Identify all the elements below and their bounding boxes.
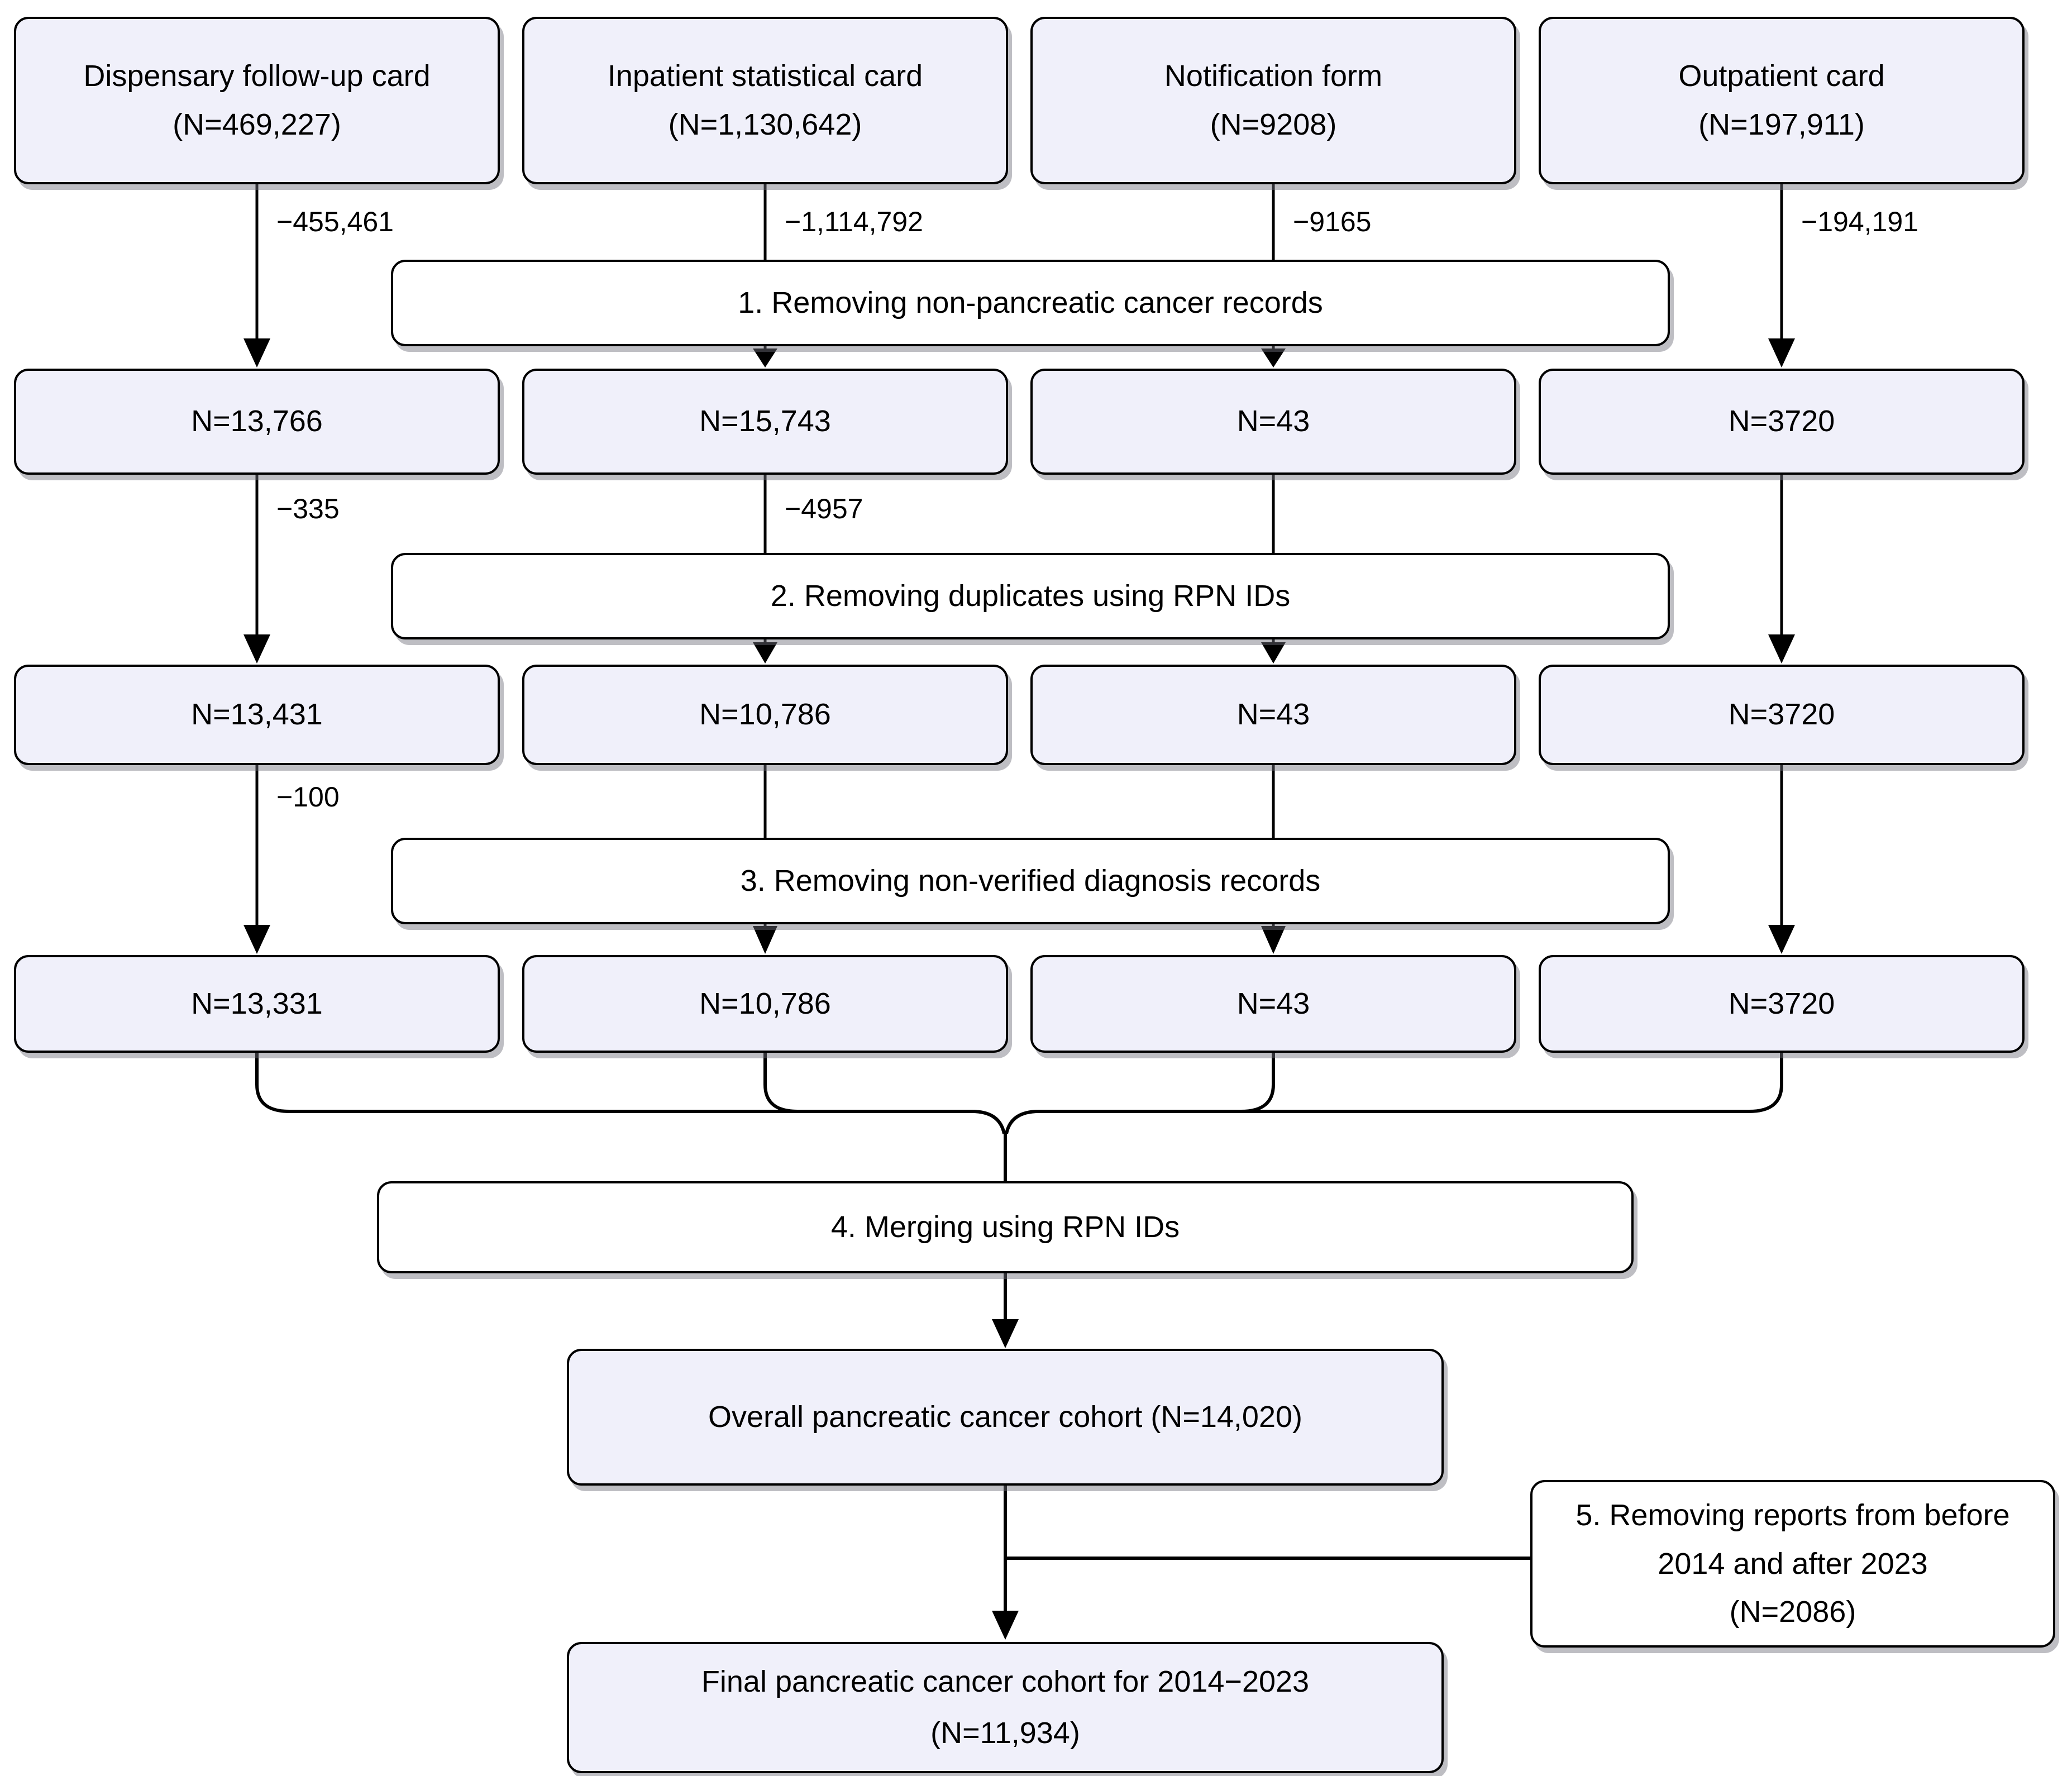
arrowhead-col1-row3 bbox=[244, 634, 270, 663]
exclusion-label: −9165 bbox=[1293, 206, 1372, 237]
count-value: N=3720 bbox=[1728, 698, 1835, 732]
count-box: N=43 bbox=[1030, 665, 1516, 765]
count-value: N=10,786 bbox=[699, 698, 831, 732]
exclusion-label: −4957 bbox=[785, 493, 863, 524]
count-value: N=13,766 bbox=[191, 404, 323, 438]
arrowhead-col2-row4 bbox=[753, 926, 777, 954]
step-label: 4. Merging using RPN IDs bbox=[830, 1210, 1180, 1244]
step-label: 1. Removing non-pancreatic cancer record… bbox=[738, 285, 1323, 319]
exclusion-label: −335 bbox=[276, 493, 340, 524]
arrowhead-col2-row3 bbox=[753, 642, 777, 663]
step-label: 3. Removing non-verified diagnosis recor… bbox=[740, 863, 1321, 897]
merge-curve-col1 bbox=[255, 1053, 1006, 1134]
arrowhead-col1-row4 bbox=[244, 925, 270, 954]
arrowhead-col1-row2 bbox=[244, 338, 270, 367]
source-title: Dispensary follow-up card bbox=[83, 59, 431, 93]
count-value: N=10,786 bbox=[699, 986, 831, 1020]
count-box: N=43 bbox=[1030, 955, 1516, 1053]
count-box: N=3720 bbox=[1539, 369, 2025, 475]
source-box-dispensary: Dispensary follow-up card (N=469,227) bbox=[14, 17, 500, 184]
step-box-5: 5. Removing reports from before 2014 and… bbox=[1530, 1480, 2055, 1648]
arrowhead-col2-row2 bbox=[753, 348, 777, 367]
source-title: Outpatient card bbox=[1678, 59, 1885, 93]
arrowhead-col4-row2 bbox=[1768, 338, 1795, 367]
merge-curve-col3 bbox=[1240, 1053, 1275, 1113]
count-box: N=3720 bbox=[1539, 665, 2025, 765]
count-value: N=3720 bbox=[1728, 404, 1835, 438]
count-value: N=13,431 bbox=[191, 698, 323, 732]
exclusion-label: −1,114,792 bbox=[785, 206, 923, 237]
exclusion-label: −100 bbox=[276, 781, 340, 813]
arrowhead-final bbox=[992, 1611, 1019, 1640]
step-box-4: 4. Merging using RPN IDs bbox=[377, 1181, 1634, 1273]
final-cohort-box: Final pancreatic cancer cohort for 2014−… bbox=[567, 1642, 1444, 1773]
count-box: N=15,743 bbox=[522, 369, 1008, 475]
overall-cohort-label: Overall pancreatic cancer cohort (N=14,0… bbox=[708, 1400, 1303, 1434]
source-count: (N=197,911) bbox=[1698, 108, 1865, 141]
arrowhead-col4-row4 bbox=[1768, 925, 1795, 954]
count-box: N=13,331 bbox=[14, 955, 500, 1053]
final-cohort-line2: (N=11,934) bbox=[930, 1716, 1080, 1750]
count-box: N=13,431 bbox=[14, 665, 500, 765]
step-box-2: 2. Removing duplicates using RPN IDs bbox=[391, 553, 1670, 639]
exclusion-label: −455,461 bbox=[276, 206, 394, 237]
step-label-line1: 5. Removing reports from before bbox=[1576, 1498, 2010, 1532]
count-value: N=3720 bbox=[1728, 986, 1835, 1020]
source-box-notification: Notification form (N=9208) bbox=[1030, 17, 1516, 184]
step-label: 2. Removing duplicates using RPN IDs bbox=[770, 579, 1291, 613]
count-value: N=43 bbox=[1236, 404, 1310, 438]
count-value: N=13,331 bbox=[191, 986, 323, 1020]
arrowhead-col3-row4 bbox=[1261, 926, 1286, 954]
step-label-line3: (N=2086) bbox=[1729, 1595, 1856, 1629]
arrowhead-col3-row3 bbox=[1261, 642, 1286, 663]
step-label-line2: 2014 and after 2023 bbox=[1658, 1546, 1928, 1581]
source-box-inpatient: Inpatient statistical card (N=1,130,642) bbox=[522, 17, 1008, 184]
source-count: (N=1,130,642) bbox=[668, 108, 862, 141]
count-box: N=10,786 bbox=[522, 665, 1008, 765]
count-box: N=43 bbox=[1030, 369, 1516, 475]
step-box-1: 1. Removing non-pancreatic cancer record… bbox=[391, 260, 1670, 346]
count-value: N=43 bbox=[1236, 698, 1310, 732]
step-box-3: 3. Removing non-verified diagnosis recor… bbox=[391, 838, 1670, 924]
source-count: (N=469,227) bbox=[173, 108, 341, 141]
count-value: N=43 bbox=[1236, 986, 1310, 1020]
source-title: Notification form bbox=[1164, 59, 1383, 93]
count-box: N=13,766 bbox=[14, 369, 500, 475]
merge-curve-col4 bbox=[1005, 1053, 1783, 1134]
arrowhead-col3-row2 bbox=[1261, 348, 1286, 367]
source-count: (N=9208) bbox=[1210, 108, 1337, 141]
source-box-outpatient: Outpatient card (N=197,911) bbox=[1539, 17, 2025, 184]
arrowhead-col4-row3 bbox=[1768, 634, 1795, 663]
count-box: N=3720 bbox=[1539, 955, 2025, 1053]
exclusion-label: −194,191 bbox=[1801, 206, 1918, 237]
count-box: N=10,786 bbox=[522, 955, 1008, 1053]
final-cohort-line1: Final pancreatic cancer cohort for 2014−… bbox=[701, 1664, 1310, 1698]
overall-cohort-box: Overall pancreatic cancer cohort (N=14,0… bbox=[567, 1349, 1444, 1486]
merge-curve-col2 bbox=[763, 1053, 798, 1113]
arrowhead-overall bbox=[992, 1319, 1019, 1348]
count-value: N=15,743 bbox=[699, 404, 831, 438]
source-title: Inpatient statistical card bbox=[607, 59, 923, 93]
